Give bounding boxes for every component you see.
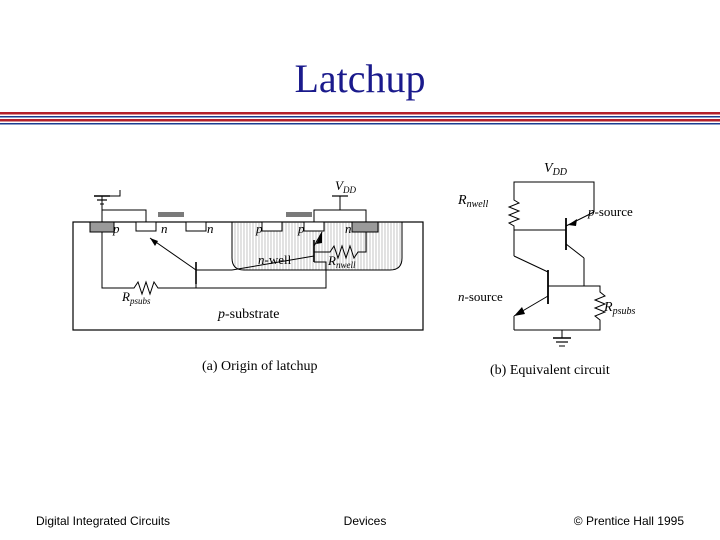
r-nwell-resistor bbox=[314, 232, 367, 260]
caption-b: (b) Equivalent circuit bbox=[490, 363, 610, 378]
r-nwell-label-b: Rnwell bbox=[457, 193, 488, 210]
label-p-left: p bbox=[112, 221, 120, 236]
ground-wire bbox=[101, 190, 121, 222]
footer-chapter: Devices bbox=[343, 514, 387, 528]
p-substrate-label: p-substrate bbox=[217, 307, 279, 322]
diffusion-p-2 bbox=[303, 221, 325, 232]
ground-icon bbox=[94, 195, 110, 205]
ground-icon bbox=[553, 330, 571, 347]
collector-wire bbox=[196, 261, 327, 289]
label-n-2: n bbox=[207, 221, 214, 236]
footer-copyright: © Prentice Hall 1995 bbox=[573, 514, 684, 528]
diffusion-p-1 bbox=[261, 221, 283, 232]
vdd-label-a: VDD bbox=[335, 178, 356, 195]
label-p-1: p bbox=[255, 221, 263, 236]
r-nwell-label-a: Rnwell bbox=[327, 253, 356, 270]
diffusion-p-left bbox=[89, 221, 115, 233]
vdd-rail bbox=[513, 181, 595, 212]
gate-nmos bbox=[158, 212, 184, 217]
cross-section-diagram: p n n p p n VDD bbox=[72, 178, 424, 374]
n-well-region bbox=[231, 221, 403, 271]
r-nwell-resistor-b bbox=[507, 198, 521, 230]
pnp-transistor bbox=[514, 211, 595, 259]
label-n-right: n bbox=[345, 221, 352, 236]
r-psubs-label-b: Rpsubs bbox=[603, 300, 635, 317]
n-source-label: n-source bbox=[458, 289, 503, 304]
r-psubs-resistor-b bbox=[562, 285, 607, 331]
source-wire-left bbox=[102, 209, 147, 222]
n-well-label: n-well bbox=[258, 252, 292, 267]
vdd-wire bbox=[313, 209, 367, 222]
r-psubs-label-a: Rpsubs bbox=[121, 289, 151, 306]
slide-title: Latchup bbox=[294, 56, 426, 101]
equivalent-circuit-diagram: VDD Rnwell p-source n-source Rp bbox=[457, 161, 635, 378]
vdd-label-b: VDD bbox=[544, 161, 568, 178]
diffusion-n-2 bbox=[185, 221, 207, 232]
diffusion-n-right bbox=[351, 221, 379, 233]
caption-a: (a) Origin of latchup bbox=[202, 359, 317, 374]
diffusion-n-1 bbox=[135, 221, 157, 232]
r-psubs-resistor bbox=[101, 232, 197, 296]
parasitic-npn-transistor bbox=[149, 237, 232, 284]
gate-pmos bbox=[286, 212, 312, 217]
title-rule bbox=[0, 112, 720, 125]
npn-transistor bbox=[513, 230, 585, 317]
p-source-label: p-source bbox=[587, 204, 633, 219]
parasitic-pnp-transistor bbox=[231, 231, 323, 271]
footer-course: Digital Integrated Circuits bbox=[36, 514, 171, 528]
label-p-2: p bbox=[297, 221, 305, 236]
label-n-1: n bbox=[161, 221, 168, 236]
